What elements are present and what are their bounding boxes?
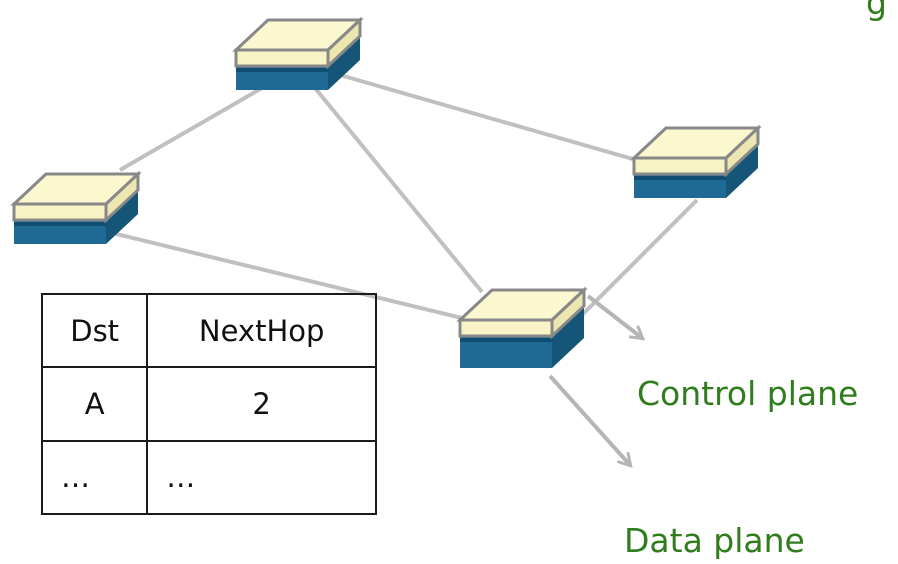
- plane-arrows: [548, 294, 642, 465]
- switch-left: [10, 170, 142, 244]
- switch-bottom: [456, 286, 588, 368]
- links: [107, 73, 699, 322]
- control-plane-arrow: [586, 294, 642, 338]
- link-s1-s4: [313, 86, 484, 294]
- cell-dst: A: [40, 366, 149, 442]
- switch-top: [232, 16, 364, 90]
- partial-label: g: [866, 0, 887, 22]
- header-nexthop: NextHop: [146, 292, 377, 369]
- cell-nexthop: 2: [146, 366, 377, 442]
- link-s3-s4: [580, 198, 699, 317]
- header-dst: Dst: [40, 292, 149, 369]
- table-header-row: Dst NextHop: [40, 292, 377, 369]
- cell-dst: …: [40, 439, 149, 516]
- switch-right: [630, 124, 762, 198]
- control-plane-label: Control plane: [637, 374, 859, 413]
- data-plane-arrow: [548, 374, 630, 465]
- table-row: … …: [40, 439, 377, 516]
- link-s1-s3: [339, 73, 637, 162]
- link-s2-s4: [107, 230, 471, 322]
- link-s2-s1: [118, 86, 264, 172]
- data-plane-label: Data plane: [624, 521, 805, 560]
- routing-table: Dst NextHop A 2 … …: [40, 292, 377, 516]
- table-row: A 2: [40, 366, 377, 442]
- cell-nexthop: …: [146, 439, 377, 516]
